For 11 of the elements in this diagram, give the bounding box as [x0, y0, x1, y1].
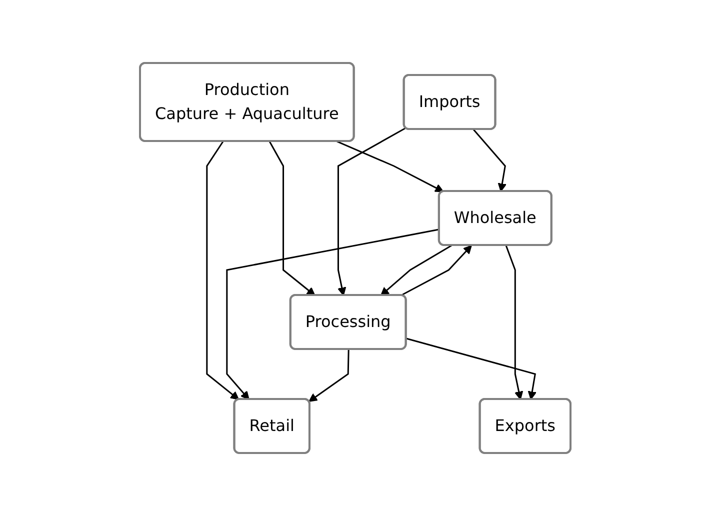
arrow: [337, 126, 406, 296]
arrow: [336, 140, 444, 192]
arrow: [505, 244, 523, 400]
arrow: [206, 140, 239, 400]
arrow: [380, 244, 452, 296]
arrow: [472, 128, 506, 192]
arrow: [268, 140, 316, 296]
arrow: [406, 337, 536, 400]
arrow: [226, 228, 440, 400]
arrow: [308, 348, 350, 402]
arrow: [400, 244, 472, 296]
